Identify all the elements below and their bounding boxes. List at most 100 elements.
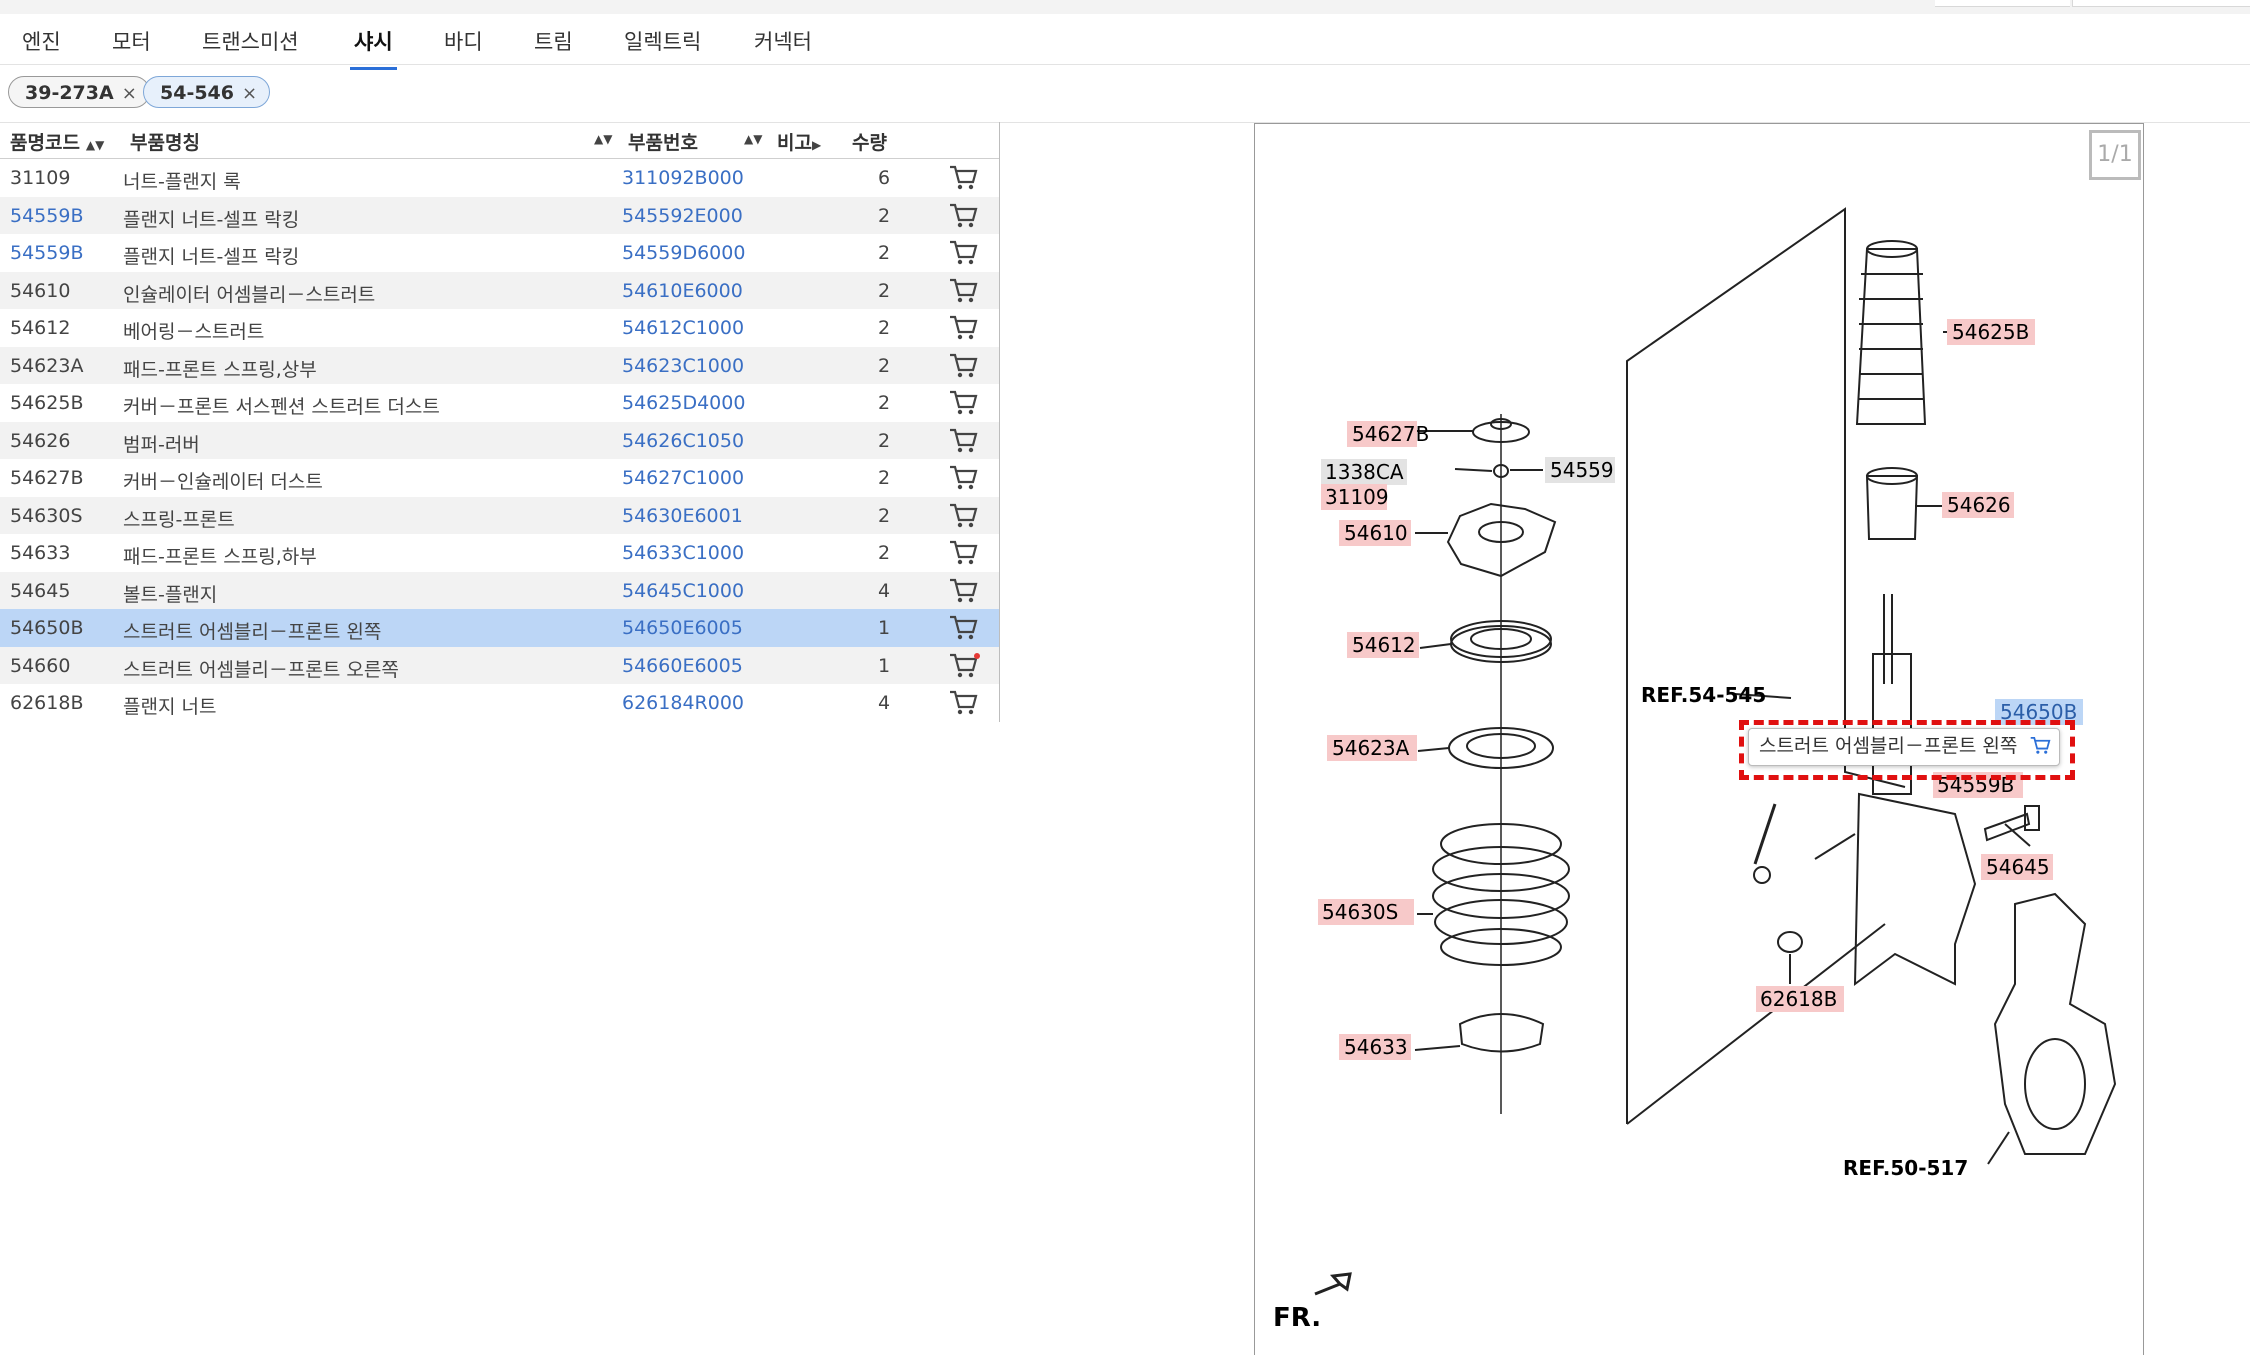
panel-divider[interactable] xyxy=(999,122,1000,722)
chip-close-icon[interactable]: × xyxy=(121,83,137,104)
tab-transmission[interactable]: 트랜스미션 xyxy=(202,30,299,54)
top-control-right[interactable] xyxy=(2072,0,2250,7)
tab-body[interactable]: 바디 xyxy=(444,30,483,54)
sort-icon[interactable]: ▲▼ xyxy=(594,132,613,146)
tooltip-text: 스트러트 어셈블리－프론트 왼쪽 xyxy=(1759,735,2018,757)
cell-qty: 2 xyxy=(878,204,891,227)
chip-label: 54-546 xyxy=(160,82,234,104)
parts-diagram[interactable]: 1/1 xyxy=(1254,123,2144,1355)
header-code[interactable]: 품명코드▲▼ xyxy=(10,132,105,154)
header-name[interactable]: 부품명칭 xyxy=(130,132,200,154)
cell-name: 패드-프론트 스프링,하부 xyxy=(123,546,317,568)
sort-icon[interactable]: ▲▼ xyxy=(744,132,763,146)
cart-icon[interactable] xyxy=(948,276,978,304)
cell-name: 플랜지 너트-셀프 락킹 xyxy=(123,246,300,268)
cell-part-number[interactable]: 626184R000 xyxy=(622,692,744,714)
cell-qty: 2 xyxy=(878,504,891,527)
label-54559: 54559 xyxy=(1550,458,1614,482)
chip-54-546[interactable]: 54-546 × xyxy=(143,76,271,108)
cart-icon[interactable] xyxy=(948,351,978,379)
cell-part-number[interactable]: 54625D4000 xyxy=(622,392,746,414)
cell-part-number[interactable]: 54650E6005 xyxy=(622,617,743,639)
cell-code: 54623A xyxy=(10,354,84,377)
tab-engine[interactable]: 엔진 xyxy=(22,30,61,54)
cell-name: 커버－인슐레이터 더스트 xyxy=(123,471,323,493)
tab-chassis[interactable]: 샤시 xyxy=(350,26,397,70)
chip-close-icon[interactable]: × xyxy=(242,83,258,104)
cell-part-number[interactable]: 54627C1000 xyxy=(622,467,745,489)
cart-icon[interactable] xyxy=(948,163,978,191)
cell-code[interactable]: 54559B xyxy=(10,242,84,264)
cart-icon[interactable] xyxy=(948,426,978,454)
header-qty: 수량 xyxy=(852,132,887,154)
cell-code: 54645 xyxy=(10,579,71,602)
header-part-no[interactable]: 부품번호 xyxy=(628,132,698,154)
cell-part-number[interactable]: 54660E6005 xyxy=(622,654,743,677)
cart-icon[interactable] xyxy=(948,613,978,641)
header-note[interactable]: 비고▶ xyxy=(777,132,822,154)
table-row[interactable]: 54633 패드-프론트 스프링,하부 54633C1000 2 xyxy=(0,534,1000,572)
page-indicator[interactable]: 1/1 xyxy=(2089,130,2141,180)
tab-electric[interactable]: 일렉트릭 xyxy=(624,30,702,54)
cart-icon[interactable] xyxy=(948,388,978,416)
label-31109: 31109 xyxy=(1325,485,1389,509)
sort-icon[interactable]: ▶ xyxy=(811,138,822,152)
cart-icon[interactable] xyxy=(948,501,978,529)
cell-code: 54610 xyxy=(10,279,71,302)
cell-part-number[interactable]: 54610E6000 xyxy=(622,279,743,302)
cell-name: 커버－프론트 서스펜션 스트러트 더스트 xyxy=(123,396,440,418)
cell-qty: 4 xyxy=(878,692,891,714)
cell-part-number[interactable]: 545592E000 xyxy=(622,204,743,227)
cell-part-number[interactable]: 54623C1000 xyxy=(622,354,745,377)
chip-label: 39-273A xyxy=(25,82,114,104)
cell-part-number[interactable]: 311092B000 xyxy=(622,167,744,189)
cell-code: 62618B xyxy=(10,692,84,714)
label-54612: 54612 xyxy=(1352,633,1416,657)
tab-trim[interactable]: 트림 xyxy=(534,30,573,54)
cart-icon[interactable] xyxy=(948,538,978,566)
cart-icon[interactable] xyxy=(2029,735,2051,755)
cell-code[interactable]: 54559B xyxy=(10,204,84,227)
cell-qty: 2 xyxy=(878,542,891,564)
cell-code: 54633 xyxy=(10,542,71,564)
cell-part-number[interactable]: 54612C1000 xyxy=(622,317,745,339)
cell-part-number[interactable]: 54559D6000 xyxy=(622,242,746,264)
cell-part-number[interactable]: 54630E6001 xyxy=(622,504,743,527)
top-control-left[interactable] xyxy=(1935,0,2070,7)
cart-icon[interactable] xyxy=(948,651,980,679)
cart-icon[interactable] xyxy=(948,576,978,604)
cell-name: 베어링－스트러트 xyxy=(123,321,265,343)
cell-code: 54627B xyxy=(10,467,84,489)
cart-icon[interactable] xyxy=(948,238,978,266)
cart-icon[interactable] xyxy=(948,688,978,716)
cell-qty: 6 xyxy=(878,167,891,189)
sort-icon[interactable]: ▲▼ xyxy=(85,138,105,152)
part-tooltip[interactable]: 스트러트 어셈블리－프론트 왼쪽 xyxy=(1748,728,2061,766)
chip-39-273A[interactable]: 39-273A × xyxy=(8,76,150,108)
cell-part-number[interactable]: 54645C1000 xyxy=(622,579,745,602)
label-54630S: 54630S xyxy=(1322,900,1398,924)
cart-icon[interactable] xyxy=(948,201,978,229)
cart-icon[interactable] xyxy=(948,313,978,341)
cell-part-number[interactable]: 54626C1050 xyxy=(622,429,745,452)
tab-motor[interactable]: 모터 xyxy=(112,30,151,54)
cell-qty: 2 xyxy=(878,392,891,414)
tab-connector[interactable]: 커넥터 xyxy=(754,30,812,54)
cell-part-number[interactable]: 54633C1000 xyxy=(622,542,745,564)
cart-icon[interactable] xyxy=(948,463,978,491)
